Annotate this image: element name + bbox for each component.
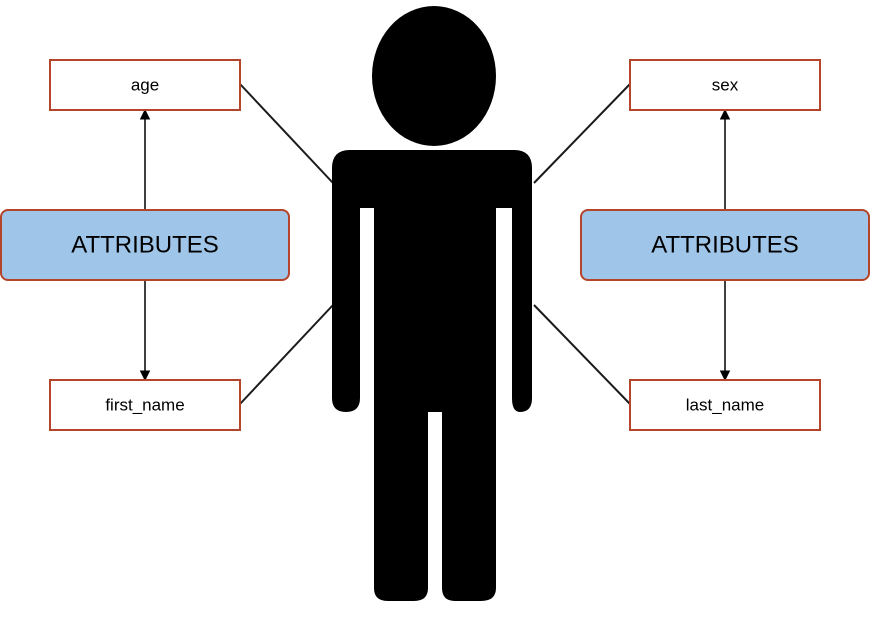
connector-lines [239, 83, 631, 405]
attribute-node-sex: sex [629, 59, 821, 111]
attribute-node-first-name: first_name [49, 379, 241, 431]
attribute-node-last-name: last_name [629, 379, 821, 431]
attributes-group-right: ATTRIBUTES [580, 209, 870, 281]
attribute-label-last-name: last_name [686, 396, 764, 415]
attributes-group-left: ATTRIBUTES [0, 209, 290, 281]
attributes-group-left-label: ATTRIBUTES [71, 232, 219, 259]
person-head [372, 6, 496, 146]
connector-sex [533, 83, 631, 184]
arrows [139, 108, 731, 382]
connector-first-name [239, 304, 334, 405]
connector-age [239, 83, 334, 184]
person-body [332, 150, 532, 601]
attribute-label-age: age [131, 76, 159, 95]
attribute-label-sex: sex [712, 76, 739, 95]
person-icon [332, 6, 532, 601]
attribute-node-age: age [49, 59, 241, 111]
attributes-group-right-label: ATTRIBUTES [651, 232, 799, 259]
connector-last-name [533, 304, 631, 405]
attribute-label-first-name: first_name [105, 396, 184, 415]
